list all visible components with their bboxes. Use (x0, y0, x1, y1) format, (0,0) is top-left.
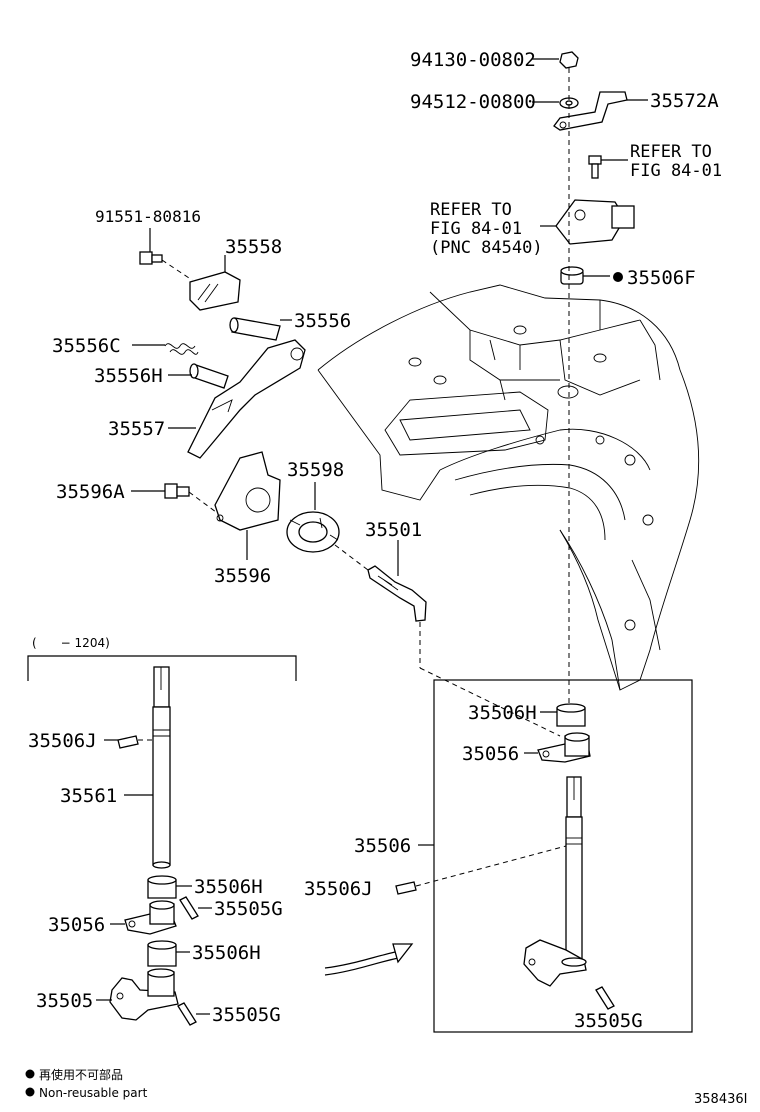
pin-35505G-left2 (177, 1002, 197, 1026)
pin-35505G-right (595, 986, 615, 1010)
label-range-1204: ( − 1204) (32, 636, 110, 650)
label-94512-00800: 94512-00800 (410, 91, 536, 113)
label-35505G-right: 35505G (574, 1010, 643, 1032)
label-35556: 35556 (294, 310, 351, 332)
label-35506: 35506 (354, 835, 411, 857)
label-refer-to-2: REFER TO (430, 200, 512, 220)
lever-35557 (187, 339, 306, 459)
spring-35556C (164, 343, 199, 355)
label-35596: 35596 (214, 565, 271, 587)
washer-94512 (559, 97, 579, 109)
label-35572A: 35572A (650, 90, 719, 112)
label-pnc-84540: (PNC 84540) (430, 238, 543, 258)
collar-35056-right (537, 732, 591, 763)
label-35556C: 35556C (52, 335, 121, 357)
bracket-35572A (553, 91, 628, 131)
label-35056-left: 35056 (48, 914, 105, 936)
bushing-35506H-right (556, 703, 586, 727)
label-35561: 35561 (60, 785, 117, 807)
bushing-35506H-left1 (147, 875, 177, 899)
non-reusable-dot-35506F (613, 272, 623, 282)
neutral-start-switch (555, 199, 635, 245)
label-35505: 35505 (36, 990, 93, 1012)
label-35056-right: 35056 (462, 743, 519, 765)
assembly-box (433, 679, 693, 1033)
label-35501: 35501 (365, 519, 422, 541)
legend-english: Non-reusable part (39, 1086, 148, 1100)
seal-35598 (286, 511, 340, 553)
label-35506J-right: 35506J (304, 878, 373, 900)
plate-35596 (214, 451, 281, 531)
shaft-35501 (367, 565, 427, 622)
label-fig-84-01-1: FIG 84-01 (630, 161, 722, 181)
shaft-35561 (152, 666, 171, 869)
nut-94130 (559, 51, 579, 69)
legend-dot-icon-2 (25, 1087, 35, 1097)
pin-35505G-left1 (179, 896, 199, 920)
pin-35556 (229, 317, 281, 341)
shaft-35506 (523, 776, 587, 987)
label-35506H-right: 35506H (468, 702, 537, 724)
label-35506F: 35506F (627, 267, 696, 289)
pin-35506J-right (395, 881, 417, 895)
legend-japanese: 再使用不可部品 (39, 1067, 123, 1082)
plate-35505 (109, 968, 179, 1021)
label-35557: 35557 (108, 418, 165, 440)
cover-35558 (189, 271, 241, 311)
transmission-case (317, 284, 700, 691)
figure-id: 358436I (694, 1092, 747, 1107)
label-refer-to-1: REFER TO (630, 142, 712, 162)
bolt-refer (588, 155, 602, 179)
label-35505G-left2: 35505G (212, 1004, 281, 1026)
bushing-35506H-left2 (147, 940, 177, 967)
label-35598: 35598 (287, 459, 344, 481)
label-35596A: 35596A (56, 481, 125, 503)
label-91551-80816: 91551-80816 (95, 207, 201, 226)
arrow-icon (324, 943, 414, 976)
pin-35556H (189, 363, 229, 389)
label-fig-84-01-2: FIG 84-01 (430, 219, 522, 239)
label-35506H-left1: 35506H (194, 876, 263, 898)
label-35506J-left: 35506J (28, 730, 97, 752)
pin-35506J-left (117, 735, 139, 749)
label-35506H-left2: 35506H (192, 942, 261, 964)
label-35556H: 35556H (94, 365, 163, 387)
legend-dot-icon-1 (25, 1069, 35, 1079)
oil-seal-35506F (560, 266, 584, 285)
bolt-91551 (139, 251, 163, 265)
label-94130-00802: 94130-00802 (410, 49, 536, 71)
label-35558: 35558 (225, 236, 282, 258)
bolt-35596A (164, 483, 190, 499)
legend: 再使用不可部品 Non-reusable part (25, 1067, 148, 1100)
collar-35056-left (124, 900, 177, 935)
label-35505G-left1: 35505G (214, 898, 283, 920)
